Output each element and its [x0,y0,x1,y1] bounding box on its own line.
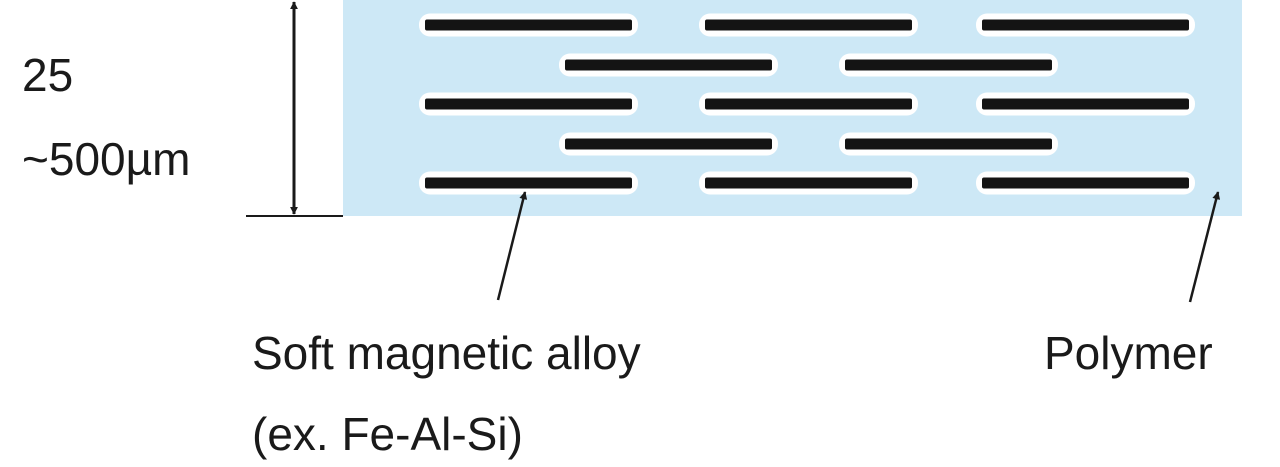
alloy-flakes [419,13,1195,195]
alloy-flake-5 [845,59,1052,71]
polymer-leader-line [1188,191,1221,303]
alloy-flake-6 [425,98,632,110]
thickness-label-line-1: 25 [22,49,74,101]
alloy-flake-12 [705,177,912,189]
alloy-leader-line [496,191,528,301]
polymer-label: Polymer [1044,327,1213,379]
alloy-flake-11 [425,177,632,189]
alloy-flake-2 [705,19,912,31]
alloy-flake-13 [982,177,1189,189]
alloy-label-line-1: Soft magnetic alloy [252,327,641,379]
alloy-flake-10 [845,138,1052,150]
thickness-label-line-2: ~500µm [22,133,191,185]
alloy-flake-8 [982,98,1189,110]
alloy-flake-7 [705,98,912,110]
alloy-flake-3 [982,19,1189,31]
alloy-flake-4 [565,59,772,71]
alloy-flake-1 [425,19,632,31]
alloy-flake-9 [565,138,772,150]
alloy-label-line-2: (ex. Fe-Al-Si) [252,408,523,460]
